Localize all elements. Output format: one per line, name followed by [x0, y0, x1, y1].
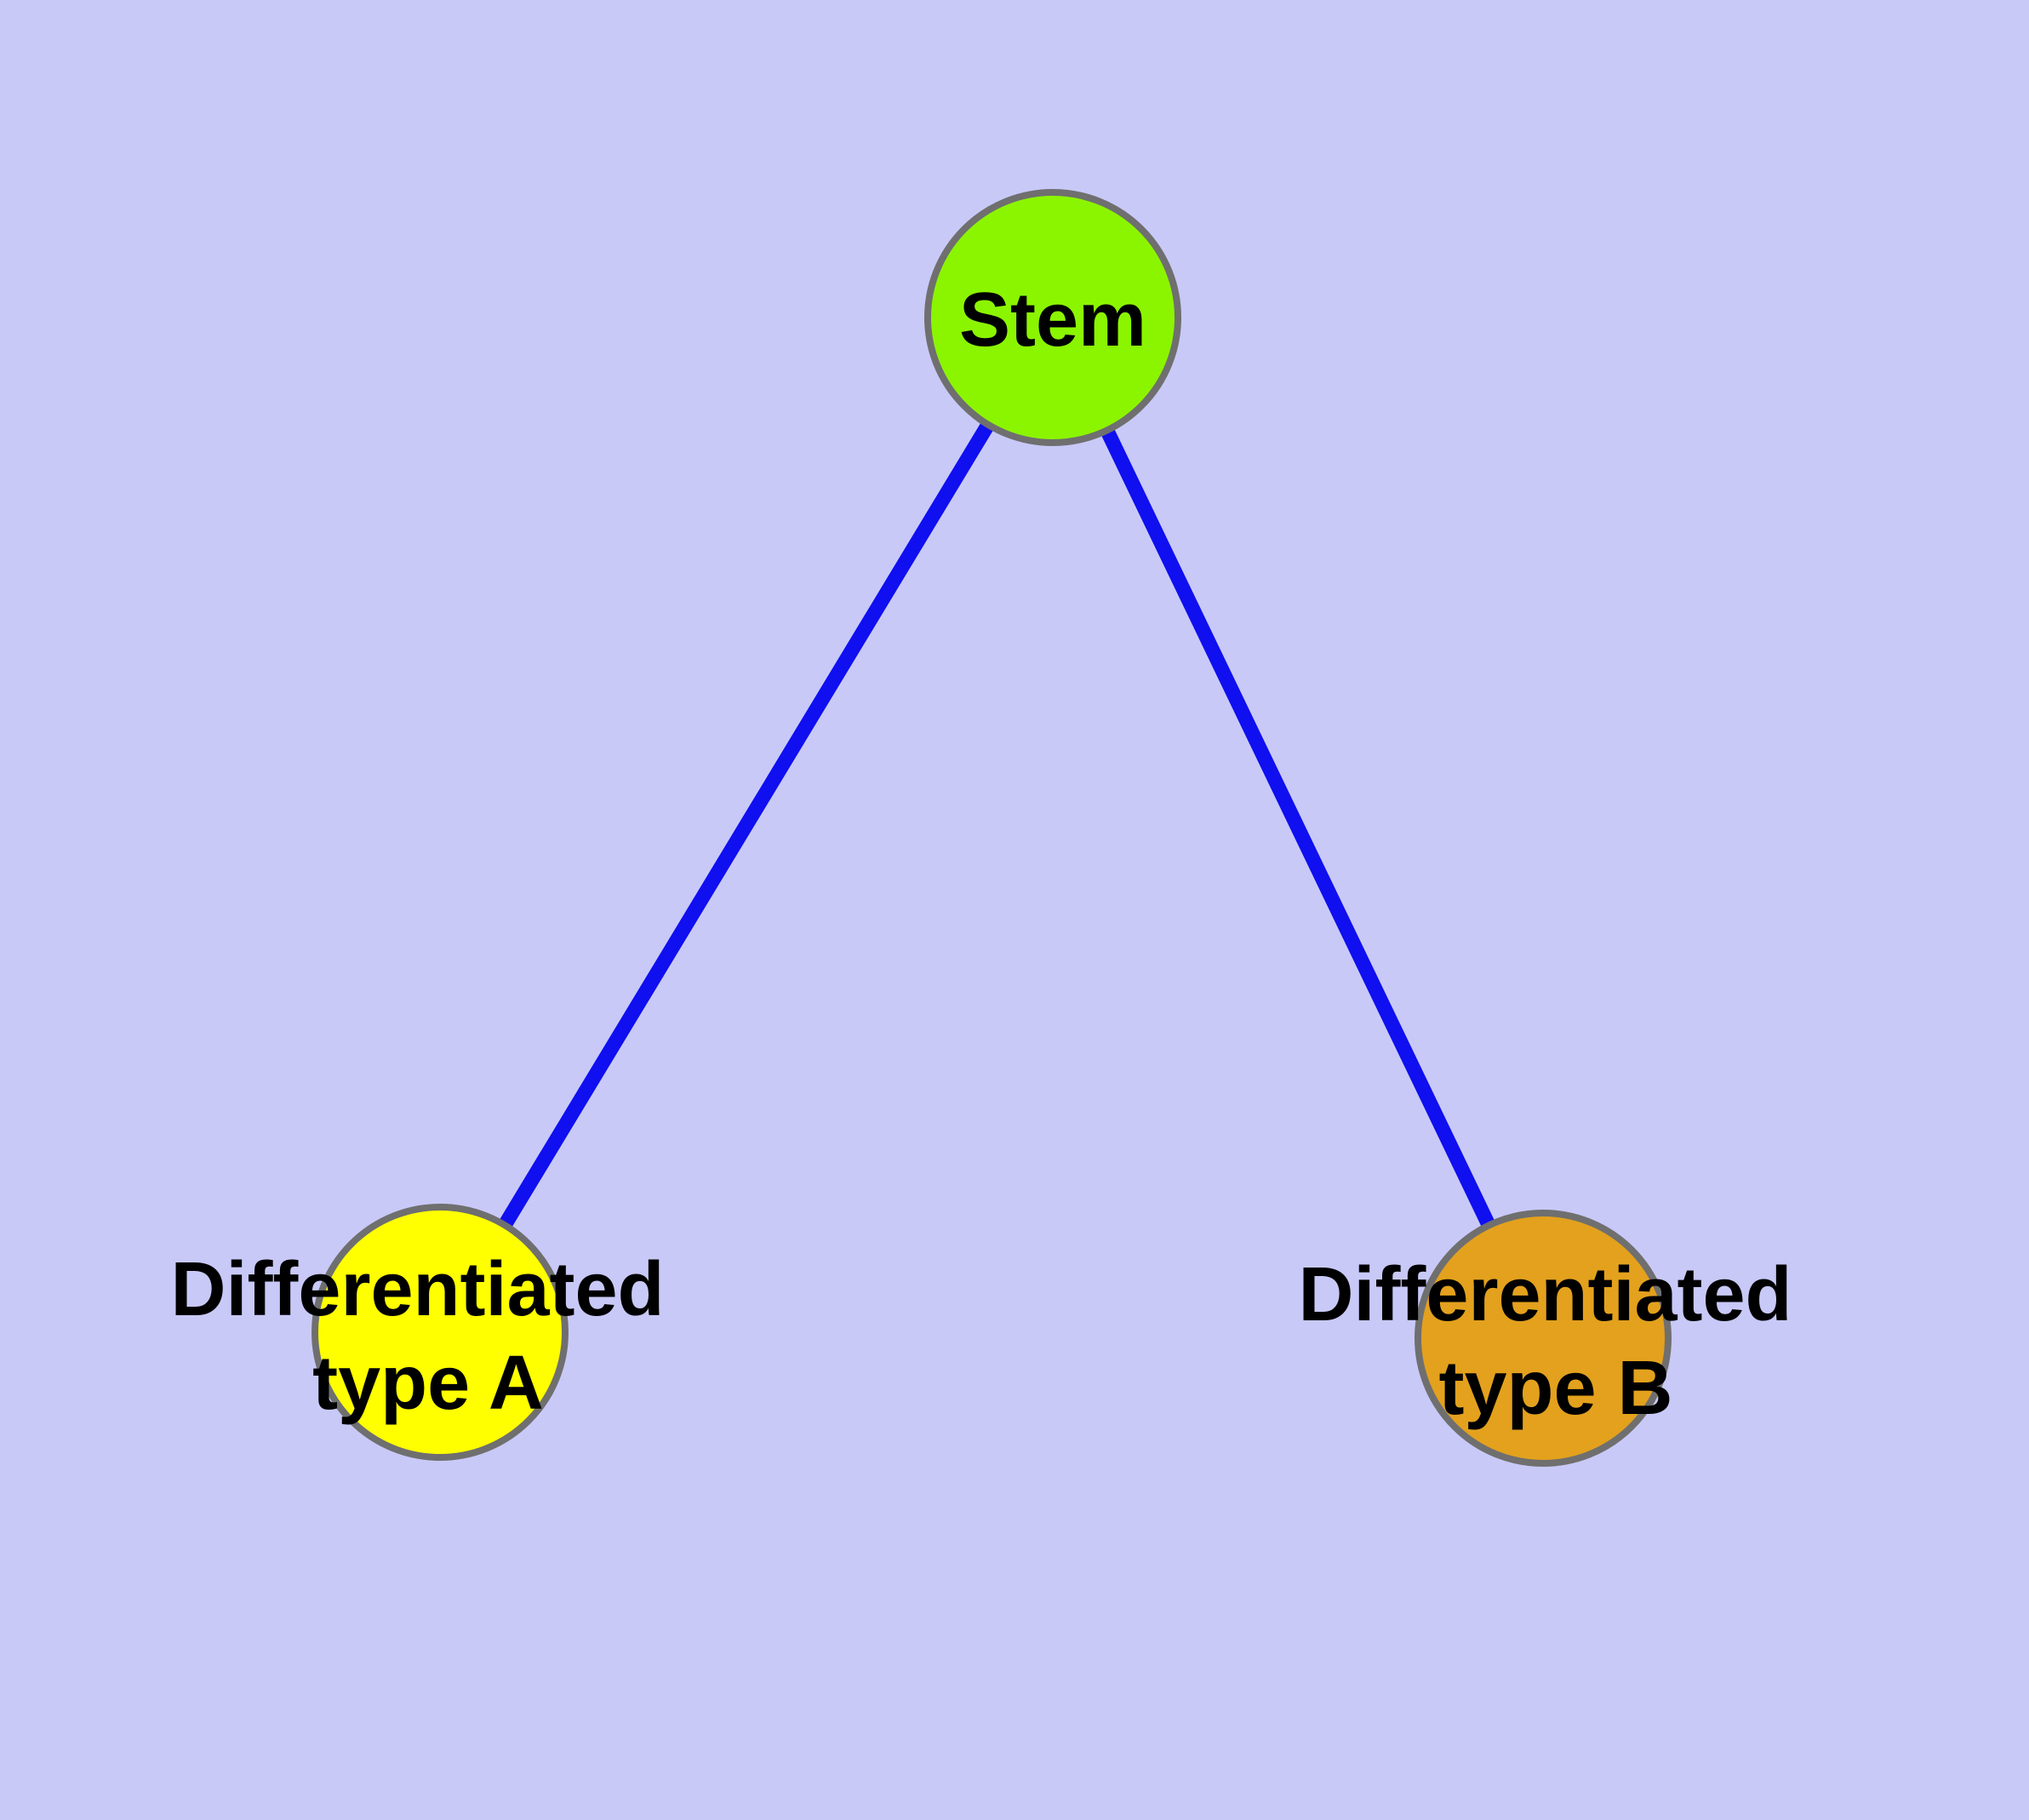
node-type-a-circle — [311, 1204, 569, 1461]
edge-stem-to-type-b — [1046, 314, 1550, 1342]
node-type-b-label-line1: Differentiated — [1298, 1252, 1792, 1337]
node-type-b-label-line2: type B — [1438, 1346, 1672, 1431]
edge-stem-to-type-a — [433, 313, 1060, 1336]
node-type-a-label-line1: Differentiated — [170, 1247, 664, 1332]
node-stem-label: Stem — [959, 278, 1146, 363]
node-type-a-label: Differentiated type A — [170, 1247, 685, 1426]
node-type-b-circle — [1415, 1210, 1672, 1467]
node-stem-circle — [924, 189, 1181, 446]
node-type-b-label: Differentiated type B — [1298, 1252, 1813, 1431]
node-type-a-label-line2: type A — [312, 1341, 544, 1426]
